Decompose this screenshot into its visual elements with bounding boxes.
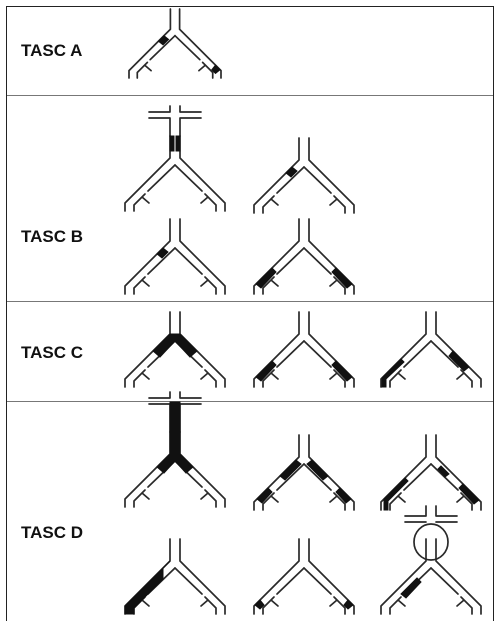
aortoiliac-bifurcation-icon (253, 538, 355, 615)
tasc-b-diagrams (124, 105, 355, 295)
occlusion-lesion-icon (255, 267, 277, 289)
tasc-d-label: TASC D (21, 523, 84, 542)
occlusion-lesion-icon (331, 360, 353, 382)
aortoiliac-bifurcation-icon (124, 311, 226, 388)
aortoiliac-bifurcation-icon (124, 105, 226, 212)
aortoiliac-bifurcation-icon (253, 434, 355, 511)
occlusion-lesion-icon (458, 483, 480, 505)
occlusion-lesion-icon (400, 577, 422, 599)
tasc-a-section: TASC A (7, 7, 493, 96)
aortic-aneurysm-icon (413, 523, 449, 561)
occlusion-lesion-icon (383, 465, 450, 511)
occlusion-lesion-icon (169, 135, 181, 152)
occlusion-lesion-icon (343, 599, 354, 610)
occlusion-lesion-icon (381, 358, 405, 388)
aortoiliac-bifurcation-icon (380, 505, 482, 615)
tasc-b-section: TASC B (7, 96, 493, 302)
occlusion-lesion-icon (211, 64, 221, 75)
aortoiliac-bifurcation-icon (124, 391, 226, 508)
aortoiliac-bifurcation-icon (128, 8, 222, 79)
aortoiliac-bifurcation-icon (253, 311, 355, 388)
aortoiliac-bifurcation-icon (253, 137, 355, 214)
occlusion-lesion-icon (255, 360, 277, 382)
tasc-c-section: TASC C (7, 302, 493, 402)
occlusion-lesion-icon (156, 247, 169, 259)
aortoiliac-bifurcation-icon (124, 218, 226, 295)
occlusion-lesion-icon (254, 599, 265, 610)
aortoiliac-bifurcation-icon (380, 311, 482, 388)
occlusion-lesion-icon (331, 267, 353, 289)
tasc-d-section: TASC D (7, 391, 493, 622)
tasc-c-diagrams (124, 311, 482, 388)
occlusion-lesion-icon (448, 350, 470, 372)
tasc-a-diagrams (128, 8, 222, 79)
occlusion-lesion-icon (157, 35, 170, 46)
tasc-classification-panel: TASC A TASC B TASC C TASC D (6, 6, 494, 621)
tasc-a-label: TASC A (21, 41, 83, 60)
tasc-d-diagrams (124, 391, 482, 615)
occlusion-lesion-icon (124, 560, 171, 615)
aortoiliac-bifurcation-icon (380, 434, 482, 511)
tasc-c-label: TASC C (21, 343, 84, 362)
occlusion-lesion-icon (152, 333, 198, 358)
occlusion-lesion-icon (156, 401, 194, 474)
occlusion-lesion-icon (256, 459, 352, 504)
tasc-b-label: TASC B (21, 227, 84, 246)
occlusion-lesion-icon (285, 166, 298, 178)
aortoiliac-bifurcation-icon (124, 538, 226, 615)
aortoiliac-bifurcation-icon (253, 218, 355, 295)
